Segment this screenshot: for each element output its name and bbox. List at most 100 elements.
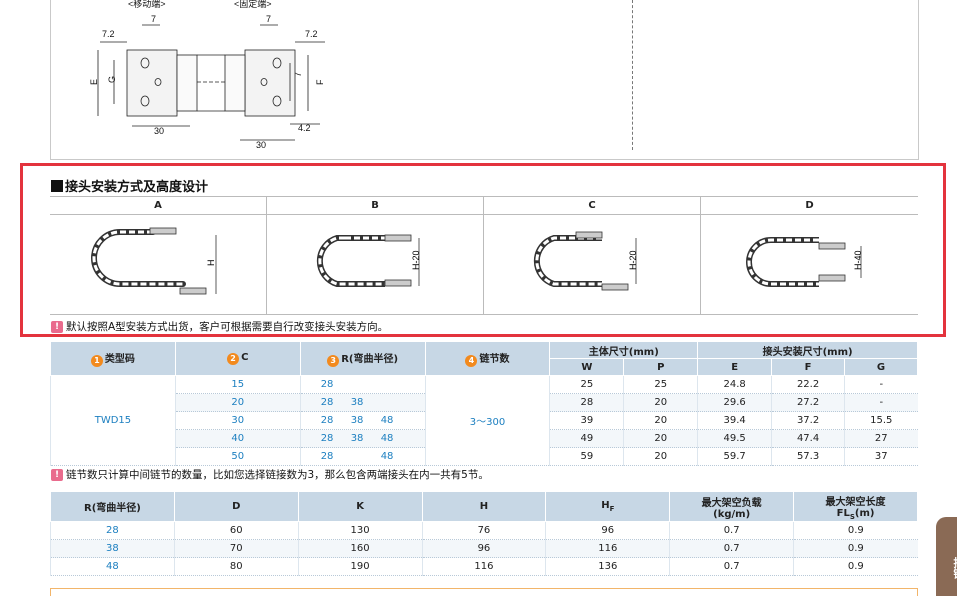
type-code-cell: TWD15 (50, 375, 176, 466)
links-note: ! 链节数只计算中间链节的数量，比如您选择链接数为3，那么包含两端接头在内一共有… (51, 467, 489, 482)
exclamation-icon: ! (51, 320, 63, 333)
len-cell: 0.9 (793, 539, 918, 558)
r-value: 28 (320, 451, 334, 462)
k-cell: 160 (297, 539, 423, 558)
e-cell: 59.7 (697, 447, 772, 466)
r-value: 38 (350, 415, 364, 426)
e-cell: 49.5 (697, 429, 772, 448)
mount-label-d: D (701, 197, 918, 215)
dim-g: G (107, 76, 117, 83)
g-cell: - (844, 375, 918, 394)
col-h: H (421, 491, 547, 522)
w-cell: 25 (549, 375, 624, 394)
col-type-code-label: 类型码 (104, 354, 135, 365)
c-cell: 15 (174, 375, 301, 394)
number-3-icon: 3 (327, 355, 340, 367)
links-note-text: 链节数只计算中间链节的数量，比如您选择链接数为3，那么包含两端接头在内一共有5节… (66, 469, 489, 481)
load-cell: 0.7 (669, 539, 794, 558)
g-cell: 27 (844, 429, 918, 448)
links-cell: 3～300 (424, 375, 550, 466)
dim-e: E (89, 79, 99, 85)
len-cell: 0.9 (793, 521, 918, 540)
mount-label-c: C (484, 197, 700, 215)
e-cell: 39.4 (697, 411, 772, 430)
dashed-divider (632, 0, 633, 150)
bend-radius-cell: 48 (50, 557, 175, 576)
g-cell: 15.5 (844, 411, 918, 430)
bend-radius-cell: 28 (50, 521, 175, 540)
col-max-load-label: 最大架空负载 (701, 497, 762, 509)
chain-diagram-c: H-20 (533, 231, 638, 291)
side-category-tab[interactable]: 拖链 (936, 517, 957, 596)
col-joint-size: 接头安装尺寸(mm) (697, 341, 918, 359)
mount-label-b: B (267, 197, 483, 215)
mount-cell-b: B H-20 (267, 197, 484, 314)
mount-section-title-text: 接头安装方式及高度设计 (65, 180, 209, 195)
exclamation-icon: ! (51, 468, 63, 481)
mount-dim-a: H (206, 260, 216, 267)
number-1-icon: 1 (90, 355, 103, 367)
dim-7-2-right: 7.2 (305, 29, 318, 39)
bend-radius-cell: 38 (50, 539, 175, 558)
f-cell: 27.2 (771, 393, 845, 412)
mount-dim-c: H-20 (628, 250, 638, 270)
mount-note: ! 默认按照A型安装方式出货，客户可根据需要自行改变接头安装方向。 (51, 319, 388, 334)
highlight-frame (20, 163, 946, 337)
side-tab-label: 拖链 (952, 557, 957, 579)
dim-f: F (315, 79, 325, 85)
col-w: W (549, 358, 625, 376)
col-d: D (173, 491, 299, 522)
mount-cell-c: C H-20 (484, 197, 701, 314)
w-cell: 49 (549, 429, 624, 448)
col-max-length-label: 最大架空长度 (825, 496, 886, 508)
col-bend-radius: R(弯曲半径) (50, 491, 175, 522)
f-cell: 37.2 (771, 411, 845, 430)
p-cell: 20 (623, 429, 698, 448)
mount-label-a: A (50, 197, 266, 215)
col-hf-label: H (601, 500, 610, 511)
dim-7-left: 7 (151, 14, 156, 24)
end-fitting-drawing: <移动端> <固定端> 7 7 7.2 7.2 E G 7 F 30 4.2 3… (89, 0, 325, 150)
p-cell: 20 (623, 411, 698, 430)
col-k: K (297, 491, 423, 522)
r-value: 28 (320, 433, 334, 444)
dim-4-2: 4.2 (298, 123, 311, 133)
w-cell: 39 (549, 411, 624, 430)
dim-7-2-left: 7.2 (102, 29, 115, 39)
h-cell: 76 (421, 521, 546, 540)
col-p: P (623, 358, 699, 376)
col-f: F (771, 358, 846, 376)
label-moving-end: <移动端> (128, 0, 166, 9)
col-max-load-unit: (kg/m) (713, 508, 751, 520)
hf-cell: 116 (545, 539, 670, 558)
g-cell: 37 (844, 447, 918, 466)
dim-7-side: 7 (293, 72, 303, 77)
col-fl-sub: S (849, 512, 855, 521)
len-cell: 0.9 (793, 557, 918, 576)
w-cell: 59 (549, 447, 624, 466)
mount-method-grid: A H B H-20 C H-20 (50, 196, 918, 315)
col-max-load: 最大架空负载(kg/m) (669, 491, 795, 522)
r-value: 48 (380, 451, 394, 462)
h-cell: 116 (421, 557, 546, 576)
h-cell: 96 (421, 539, 546, 558)
r-value: 28 (320, 397, 334, 408)
dim-30-left: 30 (154, 126, 164, 136)
label-fixed-end: <固定端> (234, 0, 272, 9)
r-value: 38 (350, 397, 364, 408)
r-value: 28 (320, 415, 334, 426)
f-cell: 22.2 (771, 375, 845, 394)
c-cell: 30 (174, 411, 301, 430)
k-cell: 190 (297, 557, 423, 576)
dim-7-right: 7 (266, 14, 271, 24)
